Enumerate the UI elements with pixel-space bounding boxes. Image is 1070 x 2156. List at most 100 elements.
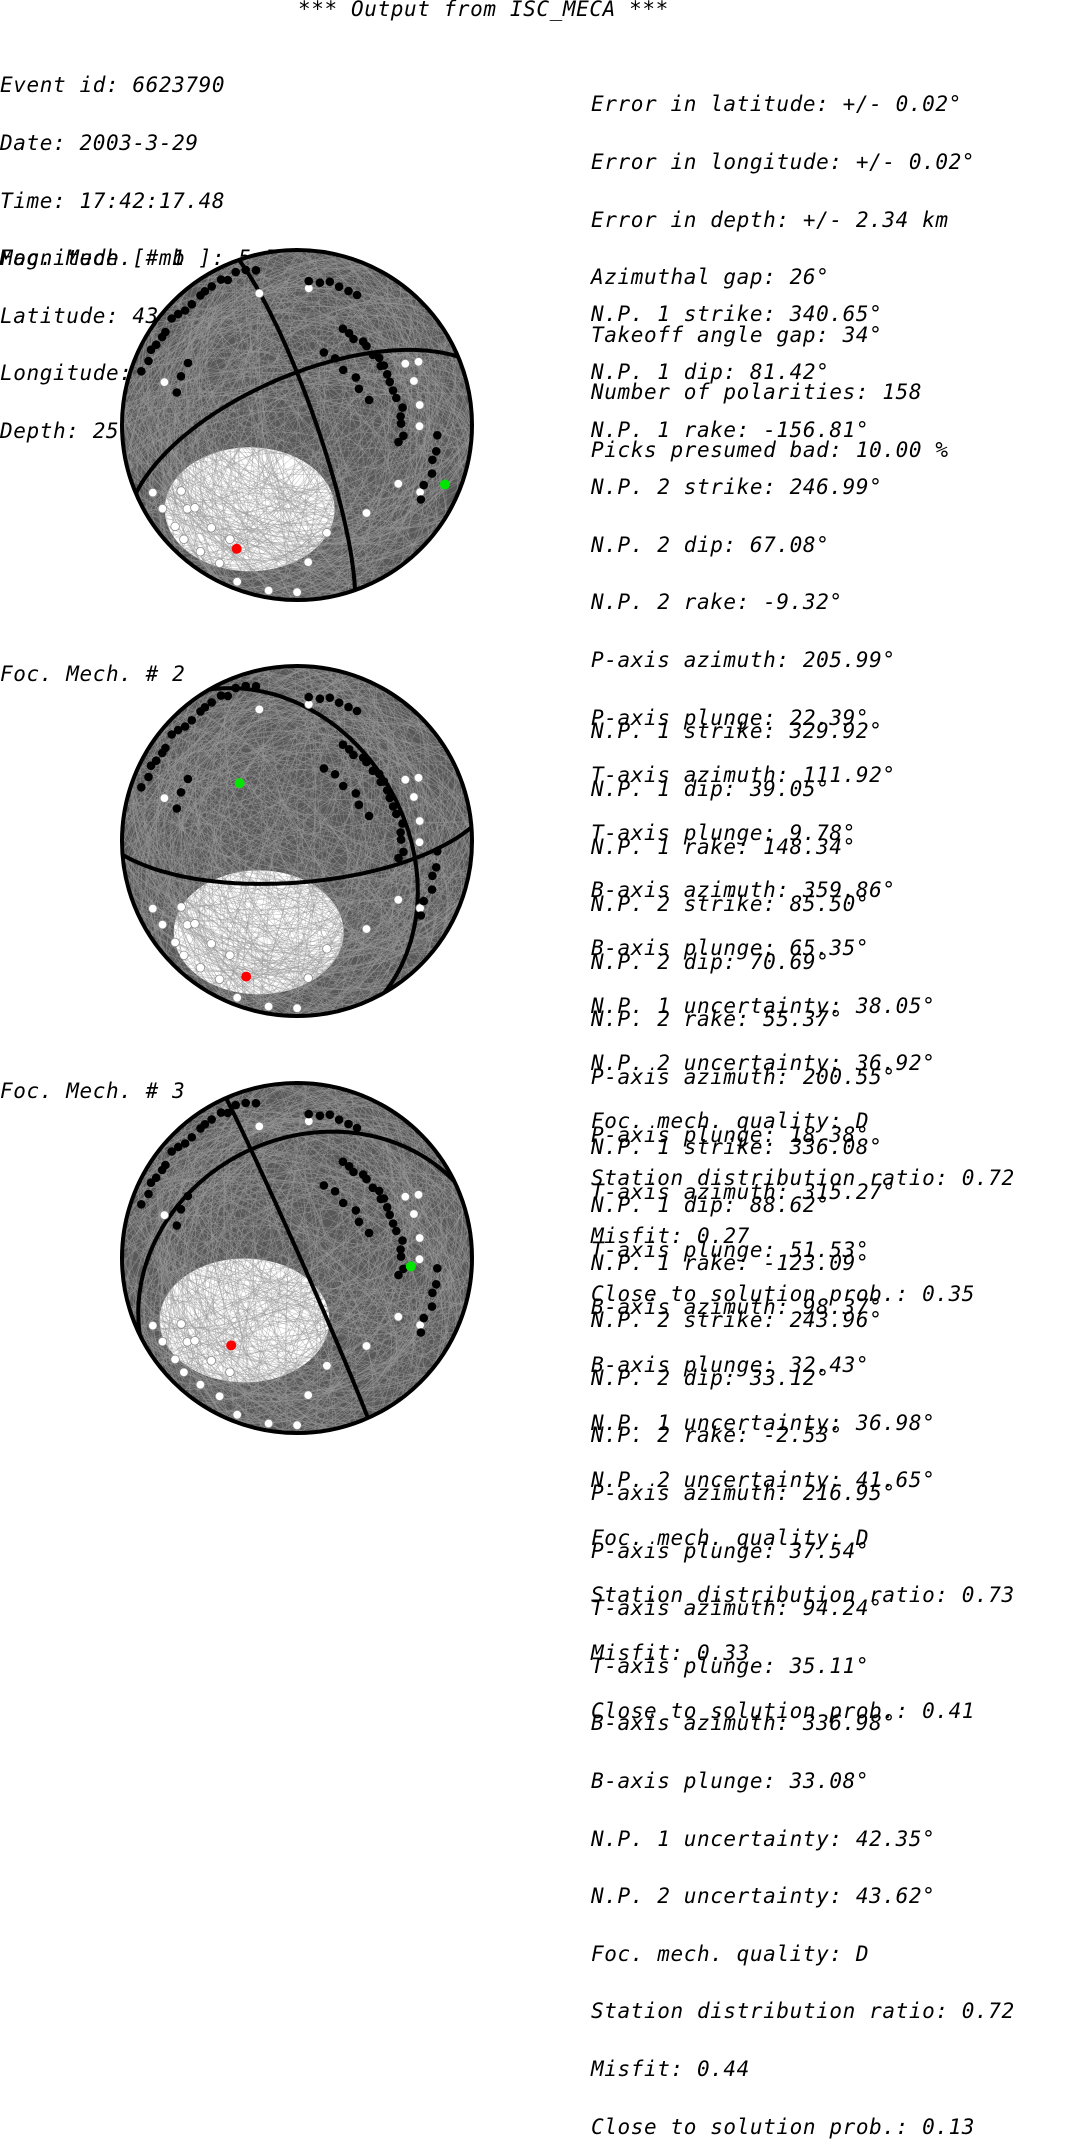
polarity-up-marker: [207, 282, 216, 291]
ray-line: [131, 1164, 463, 1316]
ray-line: [127, 380, 467, 513]
ray-line: [178, 295, 416, 555]
p-axis-azimuth: P-axis azimuth: 216.95°: [591, 1480, 896, 1505]
polarity-up-marker: [396, 828, 405, 837]
ray-line: [223, 264, 421, 585]
polarity-down-marker: [206, 523, 217, 533]
polarity-down-marker: [414, 1254, 425, 1264]
ray-line: [282, 666, 353, 1016]
polarity-up-marker: [304, 692, 313, 702]
polarity-up-marker: [330, 770, 340, 779]
mech-1-params: N.P. 1 strike: 340.65° N.P. 1 dip: 81.42…: [591, 267, 1015, 1323]
polarity-up-marker: [180, 306, 190, 315]
ray-line: [122, 822, 472, 860]
ray-line: [185, 681, 371, 1001]
polarity-up-marker: [173, 725, 183, 735]
polarity-down-marker: [292, 1003, 302, 1013]
ray-line: [122, 1239, 472, 1311]
event-date: Date: 2003-3-29: [0, 131, 199, 155]
ray-line: [186, 256, 344, 594]
ray-line: [294, 250, 321, 600]
beachball-outline: [120, 1081, 474, 1435]
ray-line: [122, 720, 472, 848]
polarity-down-marker: [176, 486, 186, 496]
ray-line: [237, 260, 423, 590]
polarity-up-marker: [167, 730, 176, 739]
ray-line: [178, 684, 376, 999]
ray-line: [195, 698, 406, 984]
ray-line: [240, 255, 342, 595]
ray-line: [269, 1083, 300, 1433]
ray-line: [146, 335, 448, 521]
polarity-up-marker: [137, 367, 146, 376]
ray-line: [134, 1126, 461, 1324]
polarity-up-marker: [319, 764, 329, 773]
ray-line: [123, 322, 471, 450]
ray-line: [180, 1127, 414, 1389]
ray-line: [187, 687, 444, 978]
polarity-down-marker: [159, 793, 170, 803]
solution-probability: Close to solution prob.: 0.13: [591, 2114, 976, 2139]
polarity-up-marker: [325, 1110, 335, 1119]
ray-line: [186, 704, 408, 977]
polarity-up-marker: [144, 772, 153, 782]
polarity-up-marker: [349, 334, 358, 344]
polarity-down-marker: [176, 1319, 186, 1329]
p-axis-plunge: P-axis plunge: 37.54°: [591, 1538, 870, 1563]
polarity-up-marker: [161, 327, 170, 337]
p-axis-marker: [241, 971, 252, 982]
polarity-down-marker: [195, 962, 206, 973]
ray-line: [197, 690, 387, 992]
mech-1-beachball: [120, 248, 474, 602]
ray-line: [126, 802, 468, 901]
ray-line: [122, 1240, 472, 1307]
ray-line: [158, 1094, 369, 1419]
ray-line: [141, 1145, 432, 1409]
np2-rake: N.P. 2 rake: 55.37°: [591, 1007, 843, 1032]
np1-uncertainty: N.P. 1 uncertainty: 36.98°: [591, 1410, 936, 1435]
polarity-up-marker: [183, 358, 193, 368]
ray-line: [219, 683, 375, 998]
np1-rake: N.P. 1 rake: 148.34°: [591, 834, 856, 859]
mech-1-title: Foc. Mech. # 1: [0, 246, 186, 270]
ray-line: [192, 672, 346, 1010]
polarity-up-marker: [364, 811, 374, 821]
polarity-down-marker: [413, 773, 424, 783]
ray-line: [261, 669, 372, 1013]
polarity-down-marker: [179, 534, 189, 545]
ray-line: [213, 666, 314, 1016]
polarity-up-marker: [354, 384, 364, 394]
polarity-up-marker: [362, 757, 371, 767]
b-axis-plunge: B-axis plunge: 33.08°: [591, 1768, 870, 1793]
polarity-down-marker: [361, 1341, 372, 1351]
ray-line: [158, 1117, 402, 1410]
t-axis-azimuth: T-axis azimuth: 315.27°: [591, 1180, 896, 1205]
polarity-up-marker: [330, 354, 340, 363]
ray-line: [199, 695, 444, 1000]
polarity-down-marker: [148, 487, 158, 498]
polarity-down-marker: [182, 504, 193, 514]
ray-line: [155, 321, 439, 529]
np2-strike: N.P. 2 strike: 85.50°: [591, 892, 870, 917]
polarity-up-marker: [433, 847, 442, 856]
polarity-down-marker: [190, 503, 200, 513]
ray-line: [137, 288, 453, 507]
ray-line: [131, 366, 463, 544]
ray-line: [134, 1191, 460, 1381]
event-id: Event id: 6623790: [0, 73, 226, 98]
ray-line: [196, 262, 362, 588]
ray-line: [236, 260, 357, 591]
polarity-down-marker: [263, 1001, 274, 1012]
ray-line: [169, 304, 425, 546]
ray-line: [223, 263, 365, 587]
ray-line: [129, 1205, 465, 1330]
polarity-up-marker: [362, 1174, 371, 1184]
ray-line: [123, 402, 471, 448]
ray-line: [122, 384, 472, 431]
ray-line: [184, 1123, 410, 1393]
ray-line: [122, 730, 472, 861]
ray-line: [139, 760, 453, 967]
ray-line: [122, 836, 472, 949]
np2-dip: N.P. 2 dip: 70.69°: [591, 949, 830, 974]
polarity-up-marker: [151, 1173, 161, 1182]
